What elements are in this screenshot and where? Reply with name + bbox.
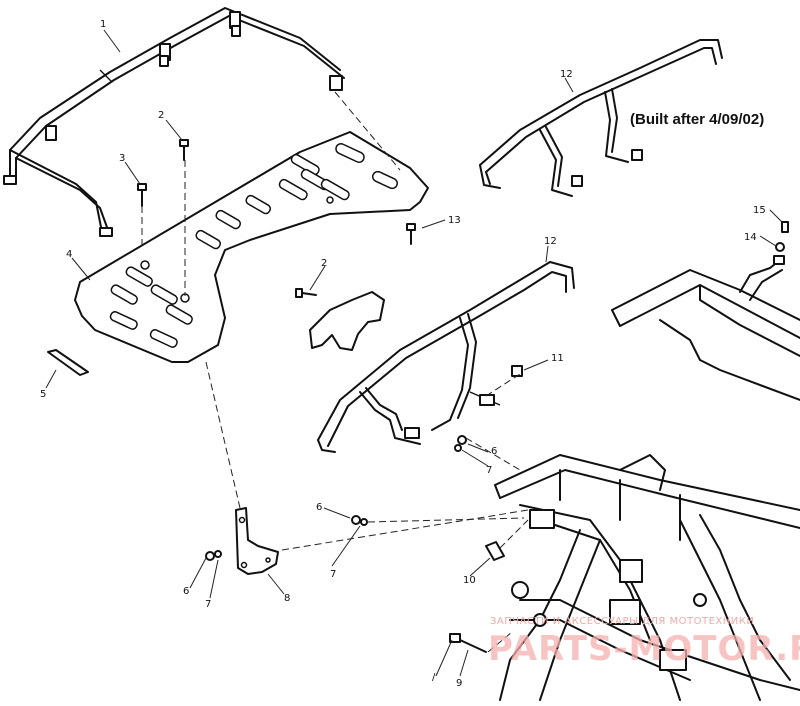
callout-10: 10 bbox=[463, 575, 476, 586]
callout-6-mid: 6 bbox=[316, 502, 322, 513]
callout-6-left: 6 bbox=[183, 586, 189, 597]
callout-7-mid: 7 bbox=[330, 569, 336, 580]
callout-2-mid: 2 bbox=[321, 258, 327, 269]
bolt-13 bbox=[406, 223, 416, 245]
reflector-plate bbox=[47, 349, 89, 376]
upper-rack-rail bbox=[3, 7, 345, 237]
bolt-2-top bbox=[179, 139, 189, 161]
callout-5: 5 bbox=[40, 389, 46, 400]
nut-6-mid bbox=[351, 515, 361, 525]
callout-13: 13 bbox=[448, 215, 461, 226]
build-date-note: (Built after 4/09/02) bbox=[630, 111, 764, 128]
upper-frame-rail bbox=[611, 255, 800, 401]
rear-rack-rail bbox=[317, 261, 575, 453]
callout-8: 8 bbox=[284, 593, 290, 604]
callout-14: 14 bbox=[744, 232, 757, 243]
bolt-15 bbox=[781, 221, 789, 233]
callout-7-left: 7 bbox=[205, 599, 211, 610]
watermark-logo: PARTS-MOTOR.RU bbox=[488, 629, 800, 669]
callout-15: 15 bbox=[753, 205, 766, 216]
washer-7-left bbox=[214, 550, 222, 558]
frame-bracket bbox=[309, 291, 385, 351]
callout-11: 11 bbox=[551, 353, 564, 364]
spacer-10 bbox=[485, 541, 505, 561]
washer-7-mid bbox=[360, 518, 368, 526]
bolt-3 bbox=[137, 183, 147, 207]
callouts: 1 2 3 4 5 12 12 13 2 11 6 7 6 7 6 7 8 10… bbox=[40, 19, 766, 689]
callout-9: 9 bbox=[456, 678, 462, 689]
rack-deck-plate bbox=[74, 131, 429, 363]
bolt-2-mid bbox=[295, 288, 317, 298]
bolt-14 bbox=[775, 242, 785, 252]
callout-12-center: 12 bbox=[544, 236, 557, 247]
washer-7-right bbox=[454, 444, 462, 452]
watermark-tagline: ЗАПЧАСТИ И АКСЕССУАРЫ ДЛЯ МОТОТЕХНИКИ bbox=[490, 616, 754, 627]
callout-3: 3 bbox=[119, 153, 125, 164]
callout-7-right: 7 bbox=[486, 465, 492, 476]
nut-6-left bbox=[205, 551, 215, 561]
callout-1: 1 bbox=[100, 19, 106, 30]
callout-12-top: 12 bbox=[560, 69, 573, 80]
callout-4: 4 bbox=[66, 249, 72, 260]
watermark: ЗАПЧАСТИ И АКСЕССУАРЫ ДЛЯ МОТОТЕХНИКИ PA… bbox=[488, 616, 800, 669]
support-bracket bbox=[235, 507, 279, 575]
leader-lines bbox=[45, 29, 783, 677]
callout-2: 2 bbox=[158, 110, 164, 121]
callout-7-bottom: / bbox=[432, 672, 436, 683]
clip-11 bbox=[511, 365, 523, 377]
nut-6-right bbox=[457, 435, 467, 445]
rear-rack-rail-built-after bbox=[479, 39, 723, 197]
callout-6-right: 6 bbox=[491, 446, 497, 457]
atv-frame bbox=[494, 454, 800, 701]
bolt-9 bbox=[449, 633, 487, 653]
